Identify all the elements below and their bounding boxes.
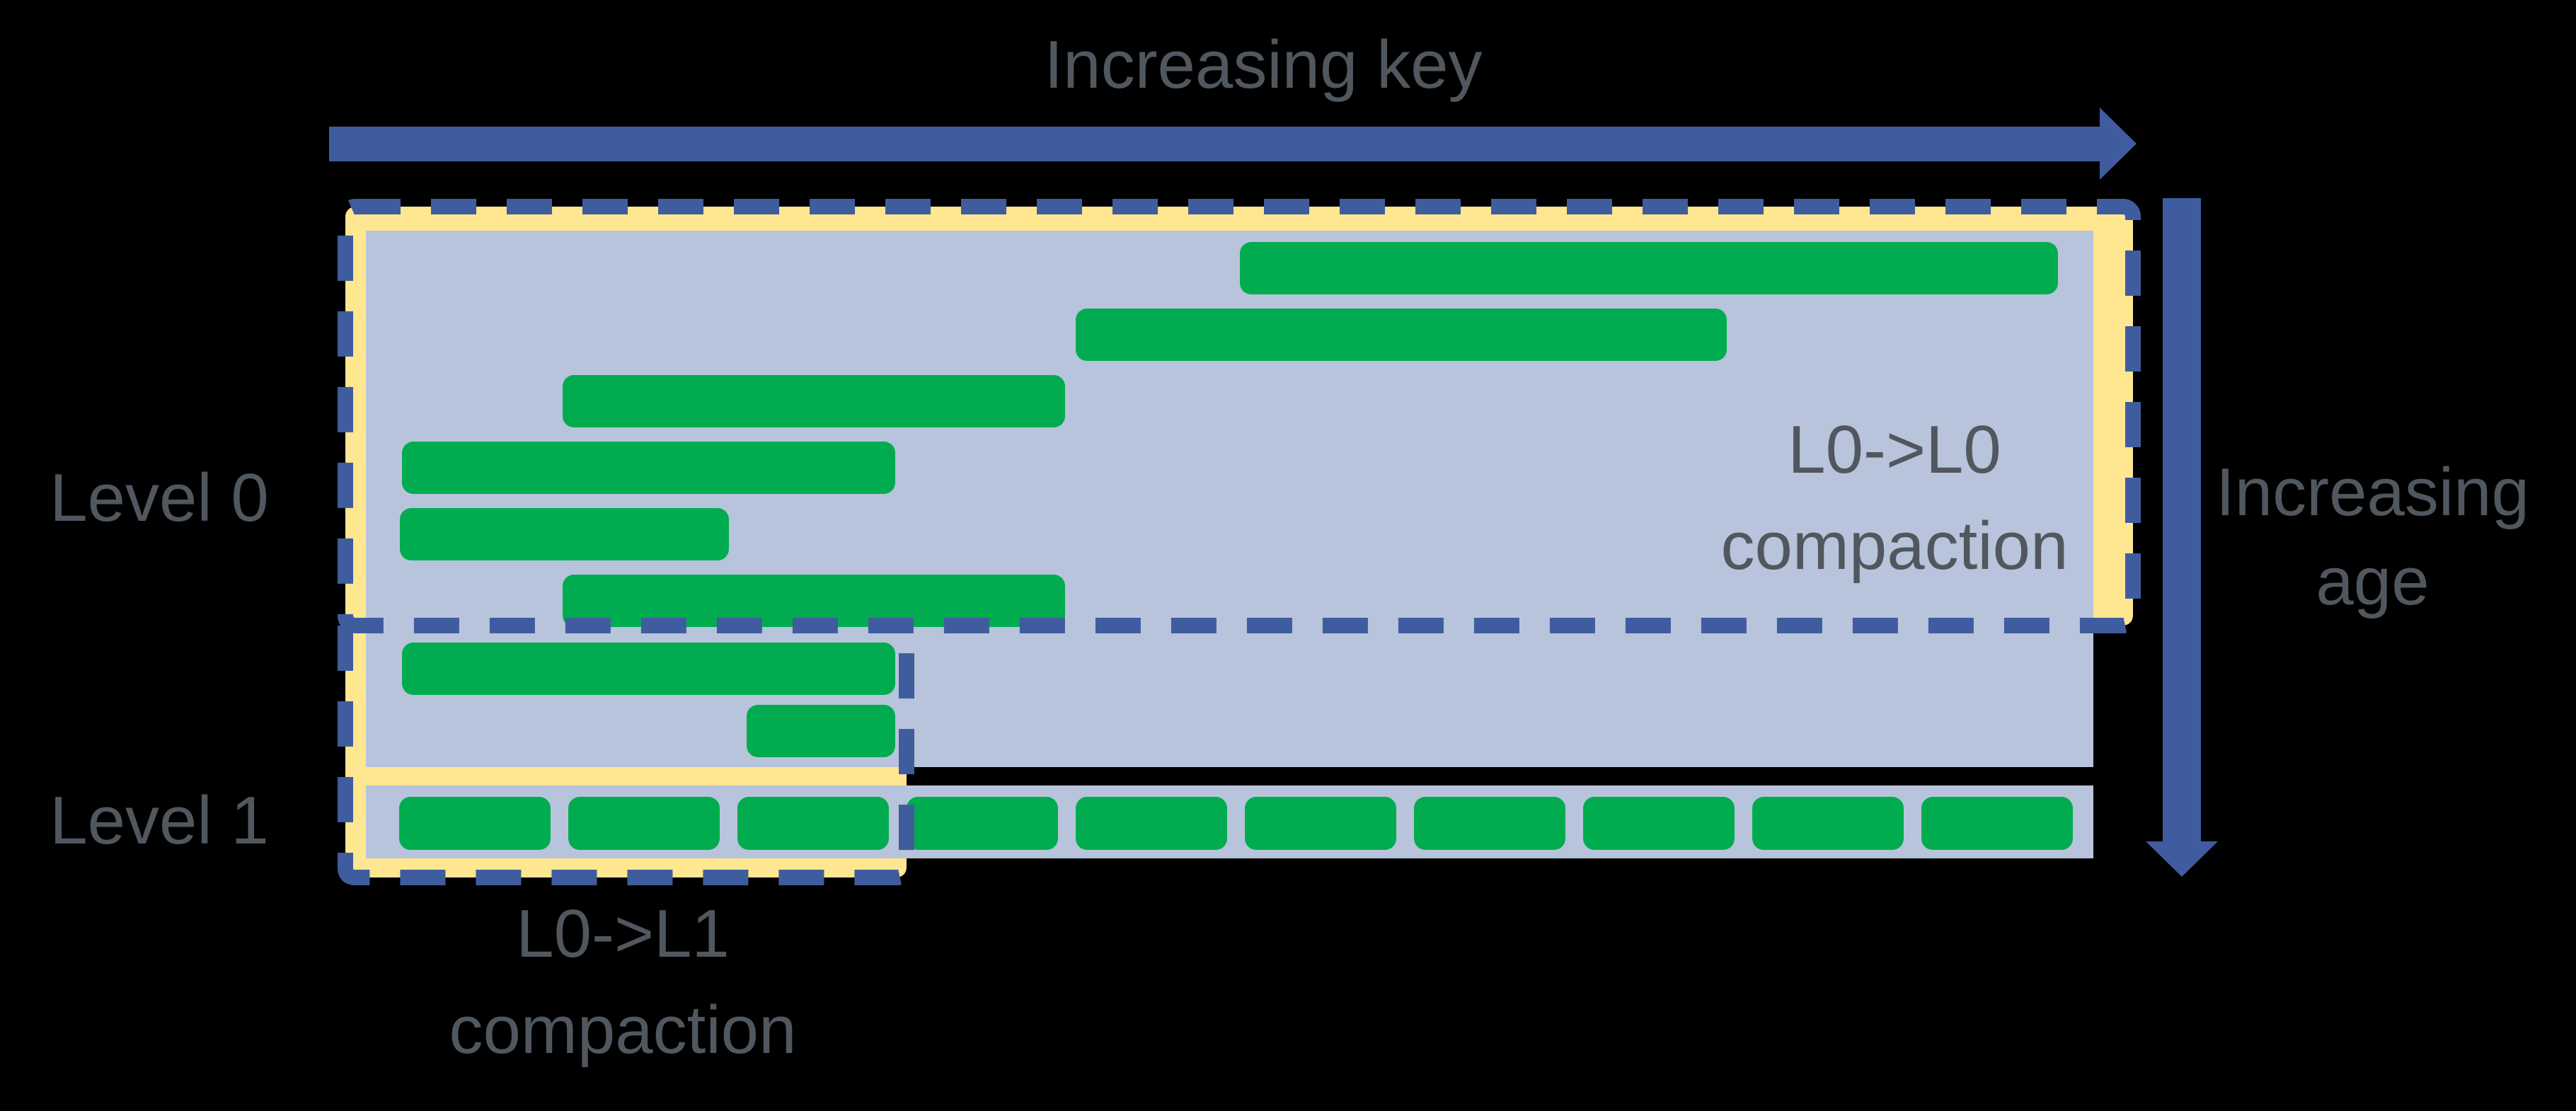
level0-sstable (400, 508, 729, 560)
l0-l0-compaction-line2: compaction (1720, 508, 2069, 584)
increasing-key-label: Increasing key (1044, 27, 1483, 103)
level1-sstable (1752, 797, 1904, 850)
level1-sstable (1076, 797, 1227, 850)
level0-sstable (563, 375, 1065, 427)
level0-sstable (402, 643, 895, 695)
l0-l0-compaction-line1: L0->L0 (1788, 412, 2001, 488)
increasing-age-line1: Increasing (2216, 454, 2529, 530)
increasing-key-arrow (329, 108, 2137, 180)
l0-l1-compaction-label: L0->L1 compaction (410, 886, 835, 1078)
level1-sstable (1245, 797, 1396, 850)
level0-sstable (747, 705, 895, 757)
level0-sstable (563, 575, 1065, 627)
level1-sstable (399, 797, 551, 850)
l0-l0-compaction-label: L0->L0 compaction (1682, 402, 2107, 594)
level0-sstable (1240, 242, 2058, 294)
level1-sstable (737, 797, 889, 850)
increasing-age-line2: age (2316, 543, 2430, 619)
level1-sstable (1583, 797, 1735, 850)
increasing-age-label: Increasing age (2190, 448, 2555, 626)
level0-label: Level 0 (50, 460, 269, 536)
level1-label: Level 1 (50, 783, 269, 858)
increasing-age-arrow (2146, 198, 2218, 877)
level1-sstable (907, 797, 1058, 850)
l0-l1-dashed-border (338, 626, 914, 885)
l0-l1-compaction-line1: L0->L1 (516, 896, 730, 972)
level1-sstable (1414, 797, 1565, 850)
level0-sstable (402, 442, 895, 494)
l0-l0-dashed-border (338, 199, 2141, 633)
level1-sstable (568, 797, 720, 850)
level0-sstable (1076, 309, 1727, 361)
l0-l1-compaction-line2: compaction (449, 992, 797, 1068)
level1-sstable (1921, 797, 2073, 850)
bars-layer (399, 242, 2073, 850)
